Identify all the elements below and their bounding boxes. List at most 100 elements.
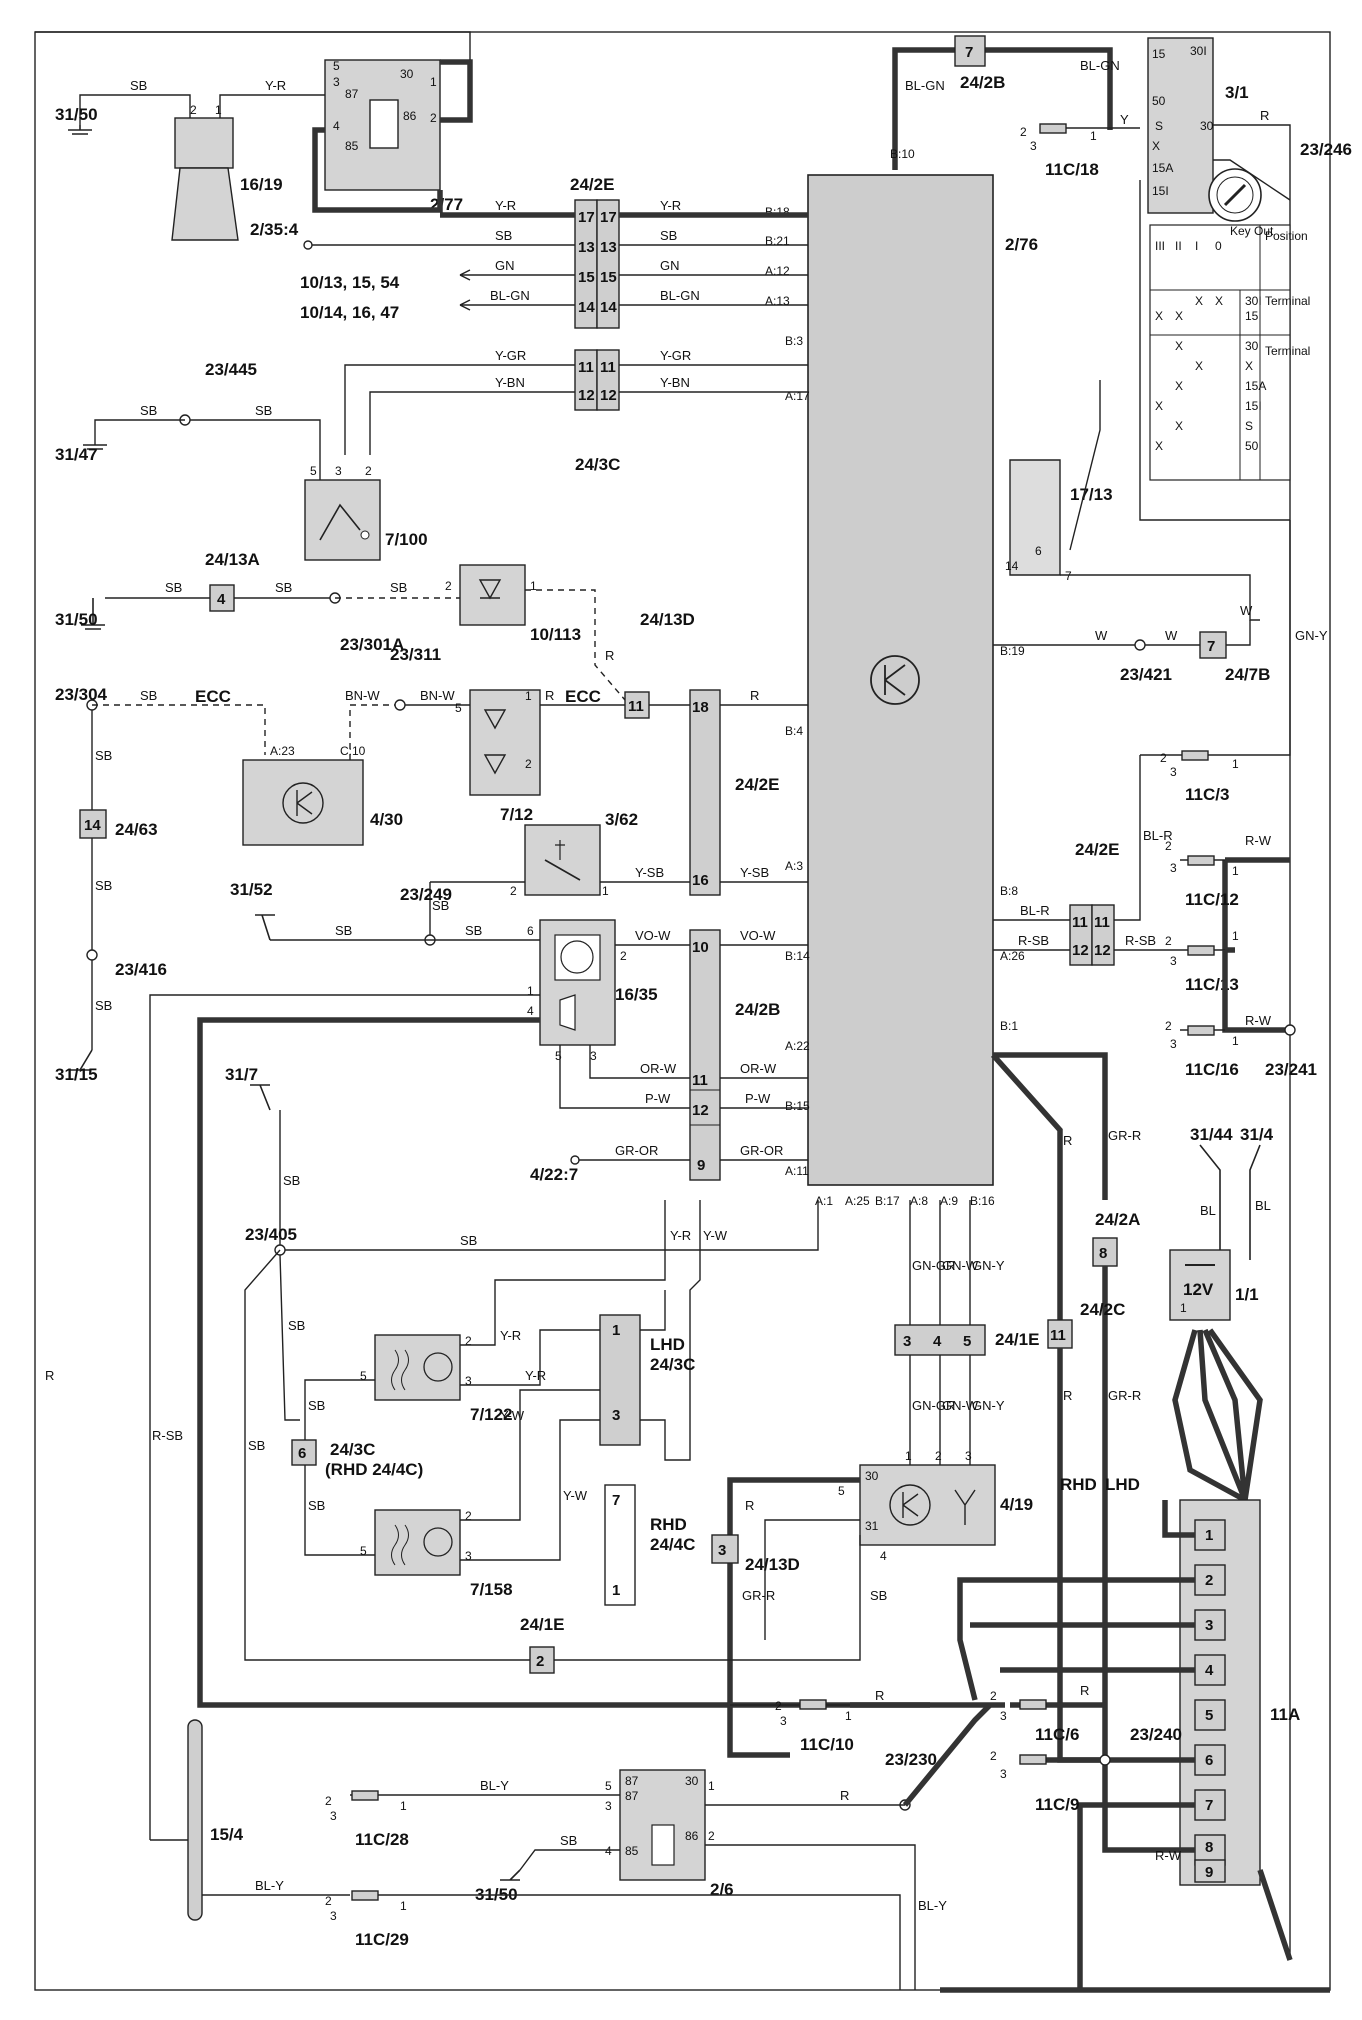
svg-text:R-W: R-W: [1245, 1013, 1272, 1028]
svg-text:Y-W: Y-W: [563, 1488, 588, 1503]
svg-text:W: W: [1240, 603, 1253, 618]
svg-text:11: 11: [600, 359, 616, 376]
svg-text:31/50: 31/50: [55, 610, 98, 629]
svg-text:2/6: 2/6: [710, 1880, 734, 1899]
svg-text:GR-R: GR-R: [1108, 1128, 1141, 1143]
svg-text:16/35: 16/35: [615, 985, 658, 1004]
svg-text:85: 85: [345, 139, 359, 153]
svg-text:R: R: [750, 688, 759, 703]
svg-text:11: 11: [1050, 1327, 1066, 1344]
svg-text:0: 0: [1215, 239, 1222, 253]
svg-text:5: 5: [333, 59, 340, 73]
svg-text:A:23: A:23: [270, 744, 295, 758]
connector-24-2C: [1047, 1319, 1073, 1349]
svg-text:16: 16: [692, 872, 709, 889]
svg-text:24/13A: 24/13A: [205, 550, 260, 569]
svg-text:5: 5: [360, 1369, 367, 1383]
svg-text:SB: SB: [95, 748, 112, 763]
svg-text:SB: SB: [308, 1398, 325, 1413]
svg-text:BL-GN: BL-GN: [490, 288, 530, 303]
svg-text:A:17: A:17: [785, 389, 810, 403]
svg-text:X: X: [1175, 339, 1183, 353]
svg-text:2: 2: [525, 757, 532, 771]
svg-text:12: 12: [1094, 942, 1111, 959]
svg-text:23/311: 23/311: [390, 645, 441, 664]
svg-text:10: 10: [692, 939, 709, 956]
svg-text:11C/10: 11C/10: [800, 1735, 854, 1754]
svg-text:11C/12: 11C/12: [1185, 890, 1239, 909]
svg-text:RHD: RHD: [1060, 1475, 1097, 1494]
svg-text:23/230: 23/230: [885, 1750, 937, 1769]
svg-text:ECC: ECC: [565, 687, 601, 706]
svg-text:24/13D: 24/13D: [640, 610, 695, 629]
svg-text:11C/13: 11C/13: [1185, 975, 1239, 994]
connector-11C-28: [351, 1790, 379, 1801]
svg-text:24/7B: 24/7B: [1225, 665, 1270, 684]
svg-text:15A: 15A: [1245, 379, 1266, 393]
svg-text:11: 11: [578, 359, 594, 376]
svg-text:1: 1: [1090, 129, 1097, 143]
svg-text:4: 4: [880, 1549, 887, 1563]
svg-text:8: 8: [1205, 1839, 1213, 1856]
svg-text:30I: 30I: [1245, 294, 1262, 308]
sensor-7-158: 2 3 5: [360, 1509, 472, 1576]
svg-text:R: R: [1063, 1388, 1072, 1403]
svg-text:(RHD 24/4C): (RHD 24/4C): [325, 1460, 423, 1479]
connector-11C-18: [1039, 123, 1067, 134]
svg-text:RHD: RHD: [650, 1515, 687, 1534]
svg-text:A:25: A:25: [845, 1194, 870, 1208]
svg-text:A:22: A:22: [785, 1039, 810, 1053]
svg-text:SB: SB: [660, 228, 677, 243]
svg-text:2: 2: [325, 1894, 332, 1908]
svg-text:2/35:4: 2/35:4: [250, 220, 299, 239]
svg-text:GN-Y: GN-Y: [1295, 628, 1328, 643]
connector-24-63: [79, 809, 107, 839]
svg-text:11C/6: 11C/6: [1035, 1725, 1079, 1744]
svg-text:GR-OR: GR-OR: [615, 1143, 658, 1158]
svg-text:14: 14: [1005, 559, 1019, 573]
svg-text:R: R: [1080, 1683, 1089, 1698]
svg-text:SB: SB: [248, 1438, 265, 1453]
svg-text:11: 11: [1072, 914, 1088, 931]
svg-text:15A: 15A: [1152, 161, 1173, 175]
svg-text:LHD: LHD: [1105, 1475, 1140, 1494]
svg-text:R-W: R-W: [1245, 833, 1272, 848]
svg-text:2: 2: [365, 464, 372, 478]
svg-text:2: 2: [990, 1689, 997, 1703]
svg-text:15: 15: [600, 269, 617, 286]
svg-text:6: 6: [1205, 1752, 1213, 1769]
svg-text:1: 1: [215, 103, 222, 117]
svg-text:11A: 11A: [1270, 1705, 1300, 1724]
svg-text:31/52: 31/52: [230, 880, 273, 899]
svg-text:3: 3: [1170, 861, 1177, 875]
svg-text:VO-W: VO-W: [635, 928, 671, 943]
svg-text:24/2B: 24/2B: [960, 73, 1005, 92]
svg-text:30: 30: [685, 1774, 699, 1788]
svg-text:1: 1: [1232, 757, 1239, 771]
svg-text:X: X: [1155, 439, 1163, 453]
svg-text:3/62: 3/62: [605, 810, 638, 829]
svg-text:5: 5: [360, 1544, 367, 1558]
svg-text:5: 5: [555, 1049, 562, 1063]
svg-text:SB: SB: [140, 688, 157, 703]
svg-text:Key Out: Key Out: [1230, 224, 1274, 238]
svg-text:3: 3: [465, 1549, 472, 1563]
svg-text:1: 1: [1180, 1301, 1187, 1315]
connector-24-13D-bot: [711, 1534, 739, 1564]
svg-text:4/30: 4/30: [370, 810, 403, 829]
svg-text:23/301A: 23/301A: [340, 635, 404, 654]
svg-text:3: 3: [780, 1714, 787, 1728]
svg-text:1: 1: [905, 1449, 912, 1463]
svg-text:9: 9: [1205, 1864, 1213, 1881]
svg-text:2/76: 2/76: [1005, 235, 1038, 254]
svg-text:Y-R: Y-R: [670, 1228, 691, 1243]
svg-text:86: 86: [685, 1829, 699, 1843]
sensor-7-100: 5 3 2: [304, 464, 381, 561]
connector-24-1E-bot: [529, 1646, 555, 1674]
svg-text:15: 15: [1152, 47, 1166, 61]
svg-text:87: 87: [625, 1774, 639, 1788]
svg-text:17: 17: [578, 209, 595, 226]
svg-text:24/2E: 24/2E: [570, 175, 614, 194]
svg-text:X: X: [1195, 359, 1203, 373]
svg-text:24/3C: 24/3C: [575, 455, 620, 474]
